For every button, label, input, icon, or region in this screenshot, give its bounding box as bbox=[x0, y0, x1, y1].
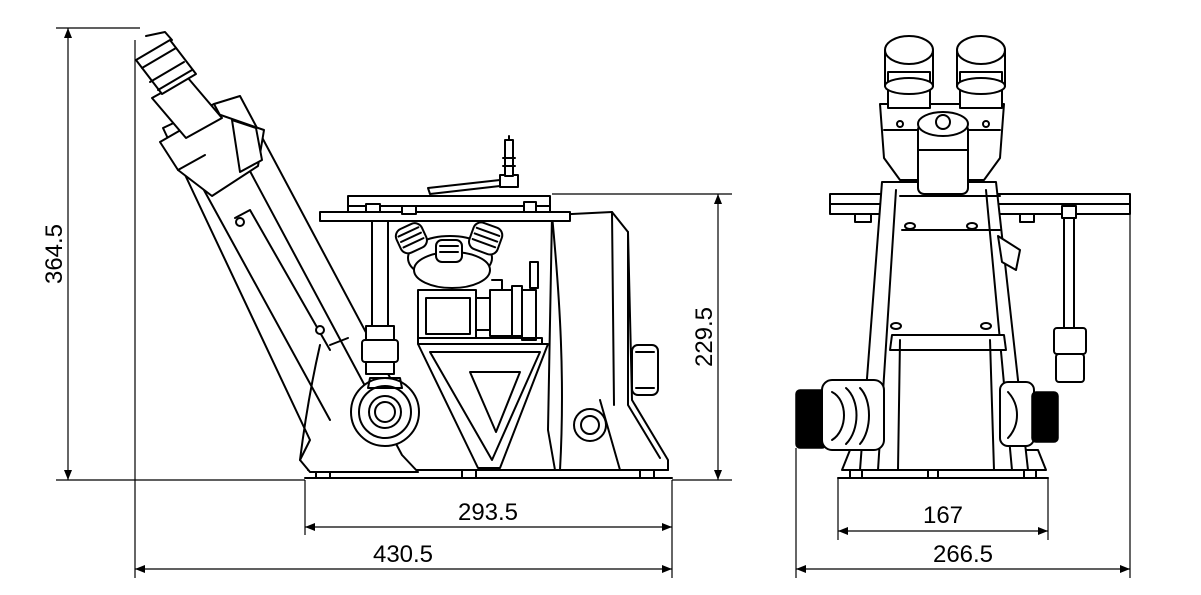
side-view bbox=[135, 31, 673, 479]
front-body bbox=[859, 181, 1029, 471]
side-total-width-label: 430.5 bbox=[373, 541, 433, 568]
side-total-height-label: 364.5 bbox=[41, 224, 68, 284]
front-stage-support bbox=[1053, 217, 1087, 383]
front-dimensions: 167 266.5 bbox=[795, 214, 1131, 578]
side-inclined-arm bbox=[162, 95, 419, 473]
front-right-focus-knob bbox=[999, 381, 1059, 447]
side-objective-turret bbox=[394, 221, 504, 289]
front-view bbox=[795, 35, 1131, 479]
side-base-width-label: 293.5 bbox=[458, 499, 518, 526]
side-v-frame bbox=[417, 343, 549, 469]
side-main-body bbox=[547, 211, 669, 471]
side-dimensions: 364.5 229.5 293.5 430.5 bbox=[41, 27, 732, 578]
front-total-width-label: 266.5 bbox=[933, 541, 993, 568]
side-stage bbox=[319, 135, 571, 222]
side-binocular-head bbox=[135, 31, 265, 197]
front-binocular-head bbox=[879, 35, 1006, 195]
side-stage-height-label: 229.5 bbox=[691, 307, 718, 367]
side-focus-knob bbox=[350, 377, 420, 447]
side-filter-block bbox=[417, 261, 543, 345]
side-stage-support bbox=[361, 220, 399, 375]
front-base-width-label: 167 bbox=[923, 502, 963, 529]
front-left-focus-knob bbox=[795, 379, 885, 451]
